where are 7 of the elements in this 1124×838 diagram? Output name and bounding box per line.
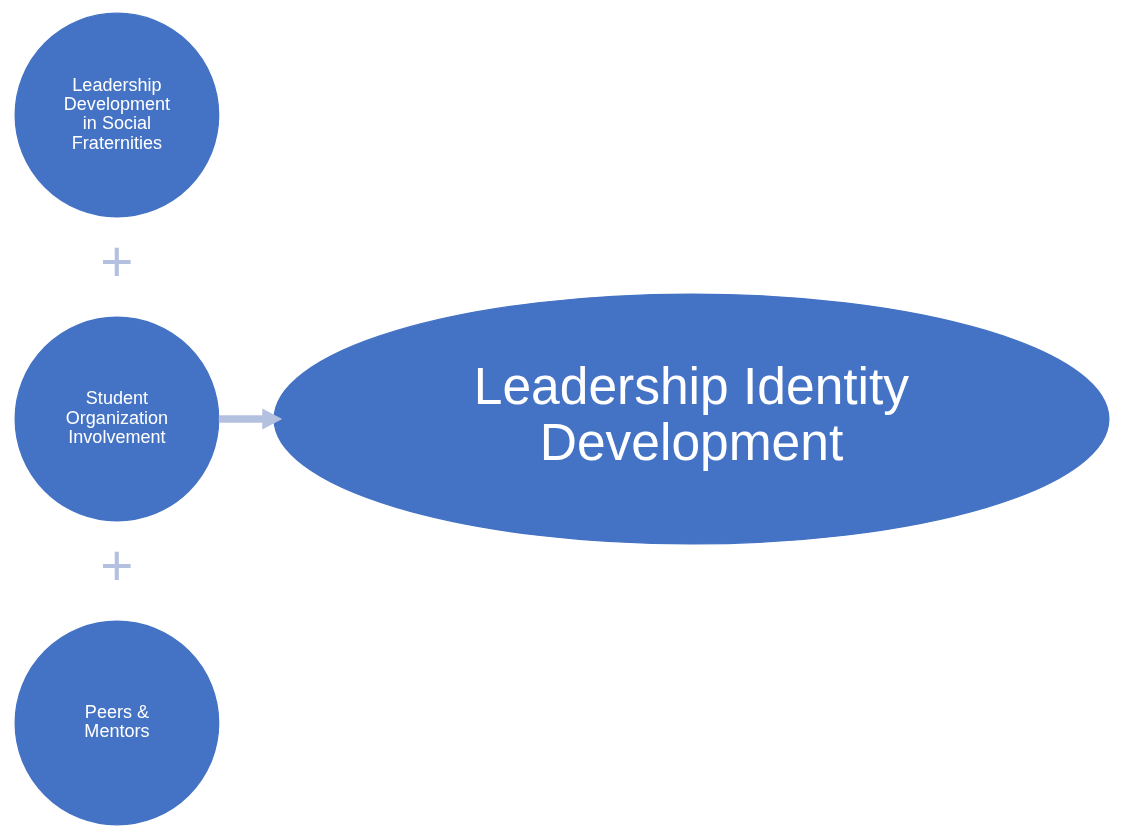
node-circle: Peers & Mentors xyxy=(14,620,220,826)
arrow xyxy=(218,408,283,430)
node-circle: Student Organization Involvement xyxy=(14,316,220,522)
node-ellipse: Leadership Identity Development xyxy=(273,293,1110,545)
label: + xyxy=(100,230,134,294)
node-circle: Leadership Development in Social Fraternities xyxy=(14,12,220,218)
label: + xyxy=(100,534,134,598)
